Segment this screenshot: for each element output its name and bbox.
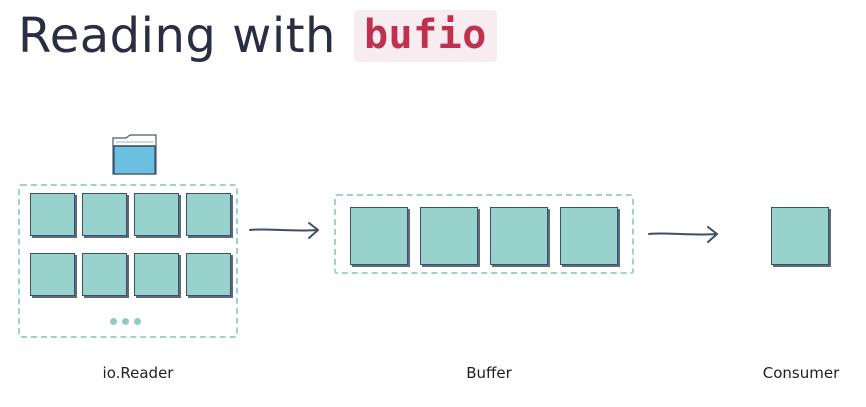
- reader-block: [186, 193, 231, 236]
- folder-icon: [112, 134, 157, 175]
- arrow-right-icon: [648, 226, 718, 243]
- reader-block: [186, 253, 231, 296]
- reader-container: [18, 184, 238, 338]
- page-title: Reading with bufio: [18, 4, 497, 68]
- buffer-block: [490, 207, 548, 265]
- consumer-block: [771, 207, 829, 265]
- buffer-container: [334, 194, 634, 274]
- title-text: Reading with: [18, 8, 336, 64]
- consumer-label: Consumer: [762, 364, 840, 382]
- reader-block: [134, 193, 179, 236]
- title-code: bufio: [353, 10, 497, 62]
- buffer-label: Buffer: [466, 364, 512, 382]
- buffer-block: [420, 207, 478, 265]
- more-items-ellipsis: [110, 318, 141, 325]
- reader-block: [134, 253, 179, 296]
- reader-block: [30, 253, 75, 296]
- reader-block: [82, 253, 127, 296]
- arrow-right-icon: [249, 222, 319, 239]
- reader-block: [82, 193, 127, 236]
- buffer-block: [560, 207, 618, 265]
- reader-block: [30, 193, 75, 236]
- reader-label: io.Reader: [102, 364, 174, 382]
- buffer-block: [350, 207, 408, 265]
